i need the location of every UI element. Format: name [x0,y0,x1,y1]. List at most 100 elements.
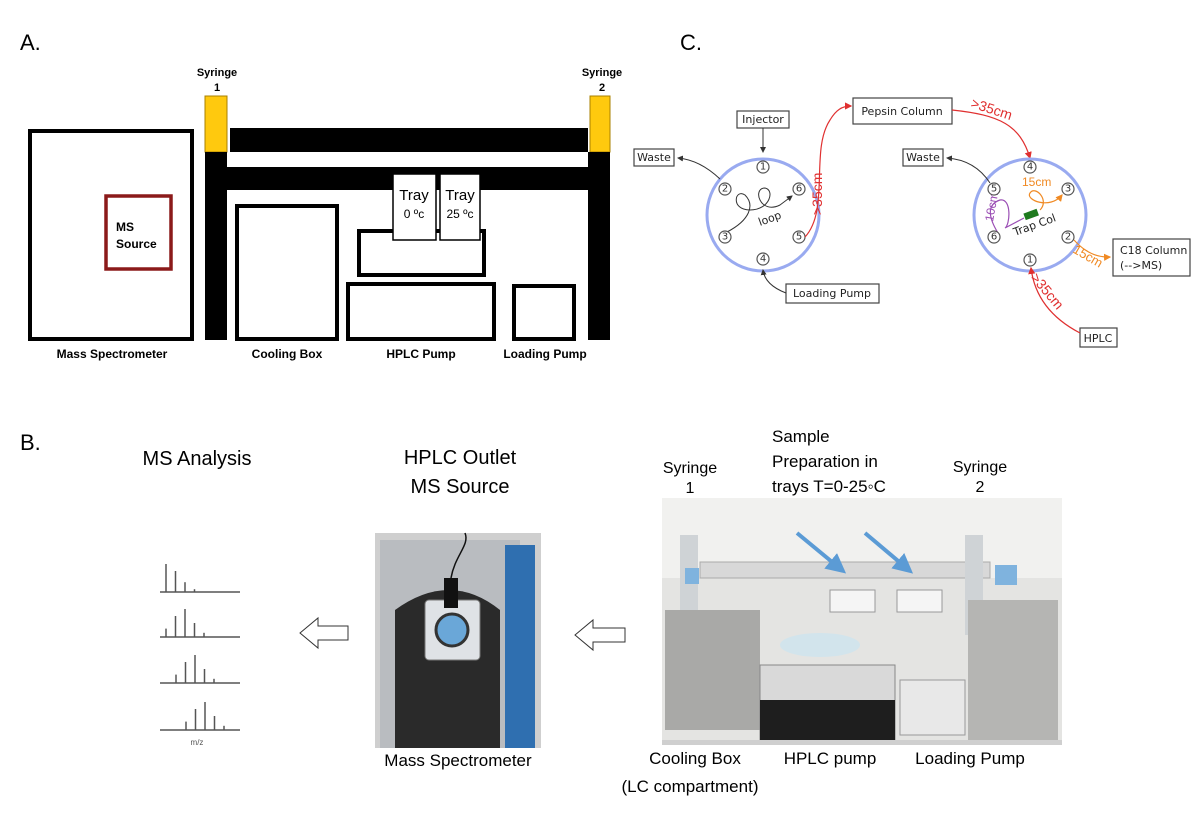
hplc-outlet-title: HPLC Outlet [404,447,517,469]
port-4-label: 4 [1027,162,1033,173]
ms-source-label-1: MS [116,220,134,234]
pointer-arrow-tray-1 [795,531,847,574]
port-4 [1023,160,1037,174]
port-5-label: 5 [991,184,997,195]
port-4 [756,252,770,266]
length-label-3: >35cm [1028,270,1068,313]
length-label-orange: 15cm [1022,175,1051,189]
port-4-label: 4 [760,254,766,265]
tray-25c [439,173,481,241]
sample-prep-line-2: Preparation in [772,452,878,471]
right-column [588,152,610,340]
left-valve-ports: 1 2 3 4 5 6 [718,160,806,266]
mass-spectra [160,564,240,731]
pepsin-column-box [852,97,953,125]
waste-line-left [677,155,721,180]
length-label-c18: 15cm [1071,242,1106,271]
panel-b-letter: B. [20,430,41,455]
purple-tubing [989,199,1025,234]
waste-line-right [946,155,991,184]
port-1-label: 1 [1027,255,1033,266]
injector-label: Injector [742,113,784,126]
tray-0c-label: Tray [399,187,429,204]
spectrum [160,702,240,731]
hplc-label-c: HPLC [1084,332,1113,345]
port-1 [756,160,770,174]
line-from-hplc [1028,266,1081,334]
ms-source-label-2: Source [116,237,157,251]
mz-label: m/z [191,738,204,747]
arrow-left-icon [574,618,626,652]
trap-column [1023,208,1039,221]
panel-a-letter: A. [20,30,41,55]
hplc-pump-caption: HPLC pump [784,749,877,768]
mass-spectrometer-caption: Mass Spectrometer [384,751,532,770]
waste-label-left: Waste [637,151,671,164]
port-3-label: 3 [1065,184,1071,195]
port-6-label: 6 [991,232,997,243]
port-5-label: 5 [796,232,802,243]
orange-tubing [1028,190,1063,211]
syringe2 [589,95,611,153]
syringe1-label: Syringe [197,67,237,79]
arrow-left-icon [299,616,349,650]
spectrum [160,655,240,684]
spectrum [160,609,240,638]
syringe2-number: 2 [599,82,605,94]
port-3 [718,230,732,244]
port-1-label: 1 [760,162,766,173]
syringe1-number: 1 [214,82,220,94]
sample-loop [726,187,793,233]
mass-spectrometer-box [28,129,194,341]
pointer-arrow-tray-2 [863,531,914,574]
syringe1 [204,95,228,153]
waste-box-left [633,148,675,167]
hplc-box-c [1079,327,1118,348]
spectrum [160,564,240,593]
c18-column-label: C18 Column [1120,244,1187,257]
length-label-1: >35cm [809,173,825,215]
loading-pump-box [512,284,576,341]
loop-label: loop [757,209,784,229]
sample-prep-line-1: Sample [772,427,830,446]
port-2 [1061,230,1075,244]
top-rail [230,128,588,152]
port-2 [718,182,732,196]
waste-box-right [902,148,944,167]
c18-column-sublabel: (-->MS) [1120,259,1162,272]
ms-source-title: MS Source [411,476,510,498]
loading-pump-label: Loading Pump [503,347,586,361]
loading-pump-label-c: Loading Pump [793,287,871,300]
port-5 [987,182,1001,196]
loading-pump-box-c [785,283,880,304]
mass-spectrometer-label: Mass Spectrometer [57,347,168,361]
ms-analysis-title: MS Analysis [143,448,252,470]
syringe2-label: Syringe [582,67,622,79]
tray-0c [392,173,437,241]
waste-label-right: Waste [906,151,940,164]
cooling-box-label: Cooling Box [252,347,323,361]
lc-compartment-caption: (LC compartment) [622,777,759,796]
panel-a: A. MS Source Mass Spectrometer Syringe 1… [20,30,622,361]
c18-column-box [1112,238,1191,277]
length-label-purple: 10cm [982,191,1001,222]
length-label-2: >35cm [969,95,1014,123]
ms-source-box [104,194,173,271]
cooling-box [235,204,339,341]
line-to-c18 [1073,239,1112,261]
syringe2-photo-label: Syringe [953,459,1007,476]
port-2-label: 2 [1065,232,1071,243]
port-6 [792,182,806,196]
hplc-pump-box [346,282,496,341]
panel-b: B. MS Analysis HPLC Outlet MS Source m/z… [20,427,1062,796]
tray-0c-temp: 0 ºc [404,207,424,221]
tray-25c-temp: 25 ºc [446,207,473,221]
port-3 [1061,182,1075,196]
panel-c: C. Injector Waste Loading Pump loop 1 2 … [633,30,1191,348]
tray-25c-label: Tray [445,187,475,204]
left-column [205,152,227,340]
port-6-label: 6 [796,184,802,195]
syringe1-photo-label: Syringe [663,460,717,477]
sample-prep-line-3: trays T=0-25◦C [772,477,886,496]
